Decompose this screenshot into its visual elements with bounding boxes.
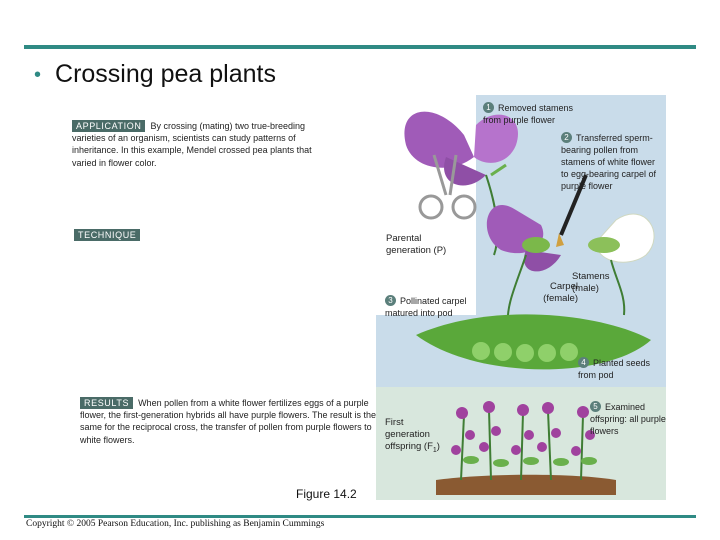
technique-block: TECHNIQUE bbox=[74, 229, 142, 247]
technique-tag: TECHNIQUE bbox=[74, 229, 140, 241]
title-row: • Crossing pea plants bbox=[34, 60, 276, 89]
parental-generation-label: Parental generation (P) bbox=[386, 233, 448, 257]
copyright-text: Copyright © 2005 Pearson Education, Inc.… bbox=[26, 519, 324, 529]
step-5-text: Examined offspring: all purple flowers bbox=[590, 402, 666, 436]
application-tag: APPLICATION bbox=[72, 120, 145, 132]
carpel-label: Carpel (female) bbox=[534, 281, 578, 305]
step-4-number: 4 bbox=[578, 357, 589, 368]
first-generation-close: ) bbox=[437, 441, 440, 452]
first-generation-symbol: (F bbox=[424, 441, 433, 452]
white-flower bbox=[588, 214, 654, 315]
step-1-text: Removed stamens from purple flower bbox=[483, 103, 573, 125]
page-title: Crossing pea plants bbox=[55, 60, 276, 89]
offspring-plants bbox=[436, 401, 616, 495]
results-block: RESULTS When pollen from a white flower … bbox=[80, 397, 380, 446]
step-5-number: 5 bbox=[590, 401, 601, 412]
bottom-rule bbox=[24, 515, 696, 518]
step-3-text: Pollinated carpel matured into pod bbox=[385, 296, 467, 318]
application-block: APPLICATION By crossing (mating) two tru… bbox=[72, 120, 334, 169]
results-tag: RESULTS bbox=[80, 397, 133, 409]
step-1-number: 1 bbox=[483, 102, 494, 113]
step-2-number: 2 bbox=[561, 132, 572, 143]
top-rule bbox=[24, 45, 696, 49]
step-3-number: 3 bbox=[385, 295, 396, 306]
step-2-text: Transferred sperm-bearing pollen from st… bbox=[561, 133, 656, 191]
purple-flower-middle bbox=[487, 205, 561, 325]
stamens-label: Stamens (male) bbox=[572, 271, 632, 295]
figure-label: Figure 14.2 bbox=[296, 487, 357, 501]
title-bullet: • bbox=[34, 65, 41, 85]
first-generation-label: First generation offspring (F1) bbox=[385, 417, 445, 457]
